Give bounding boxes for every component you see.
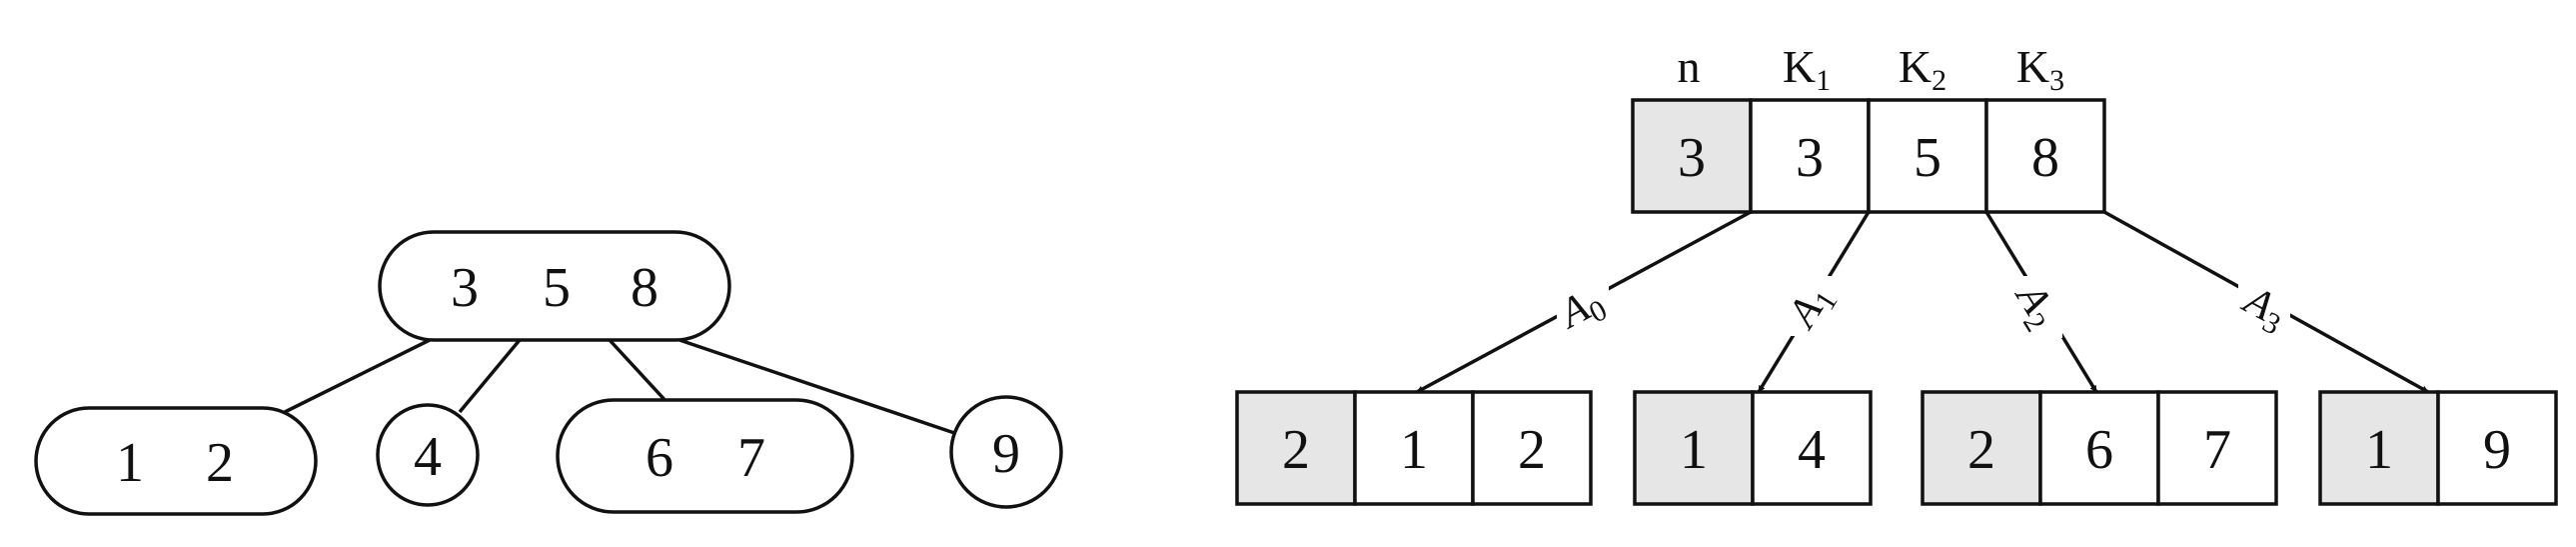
right-child-node-2: 1 4 xyxy=(1633,390,1873,506)
left-child-1-key-2: 2 xyxy=(206,432,234,494)
left-child-node-1: 1 2 xyxy=(34,406,318,516)
left-child-node-4: 9 xyxy=(949,395,1063,509)
right-root-key-1: 3 xyxy=(1796,127,1824,189)
right-child-node-3: 2 6 7 xyxy=(1921,390,2278,506)
right-child-4-count: 1 xyxy=(2365,419,2393,481)
left-edge-2 xyxy=(458,338,522,414)
left-edge-4 xyxy=(678,338,970,440)
left-tree: 3 5 8 1 2 4 6 7 9 xyxy=(34,230,1063,516)
right-child-3-key-2: 7 xyxy=(2203,419,2231,481)
right-root-count: 3 xyxy=(1678,127,1706,189)
left-root-node: 3 5 8 xyxy=(378,230,731,342)
left-child-node-3: 6 7 xyxy=(556,398,854,514)
left-child-3-key-1: 6 xyxy=(645,427,673,489)
right-root-key-3: 8 xyxy=(2031,127,2059,189)
right-child-4-key-1: 9 xyxy=(2483,419,2511,481)
right-child-3-count: 2 xyxy=(1967,419,1995,481)
left-child-3-key-2: 7 xyxy=(737,427,765,489)
right-child-2-key-1: 4 xyxy=(1798,419,1826,481)
left-child-node-2: 4 xyxy=(376,403,480,507)
header-k3-label: K3 xyxy=(2016,41,2064,97)
header-k1-label: K1 xyxy=(1783,41,1831,97)
right-root-key-2: 5 xyxy=(1914,127,1941,189)
right-child-node-4: 1 9 xyxy=(2318,390,2558,506)
left-root-key-1: 3 xyxy=(451,257,479,319)
left-child-4-key-1: 9 xyxy=(992,423,1020,485)
left-child-1-key-1: 1 xyxy=(116,432,144,494)
right-child-1-key-1: 1 xyxy=(1400,419,1428,481)
right-tree: n K1 K2 K3 3 3 5 8 A0 xyxy=(1235,41,2558,506)
header-n-label: n xyxy=(1678,41,1701,92)
right-child-1-count: 2 xyxy=(1282,419,1310,481)
left-root-key-3: 8 xyxy=(631,257,658,319)
left-edge-1 xyxy=(284,338,431,414)
left-edge-3 xyxy=(608,338,671,407)
left-child-2-key-1: 4 xyxy=(414,426,442,488)
header-k2-label: K2 xyxy=(1899,41,1946,97)
right-child-1-key-2: 2 xyxy=(1518,419,1546,481)
right-root-node: 3 3 5 8 xyxy=(1631,98,2106,214)
right-child-node-1: 2 1 2 xyxy=(1235,390,1593,506)
right-child-3-key-1: 6 xyxy=(2085,419,2113,481)
left-root-key-2: 5 xyxy=(543,257,571,319)
right-child-2-count: 1 xyxy=(1680,419,1708,481)
